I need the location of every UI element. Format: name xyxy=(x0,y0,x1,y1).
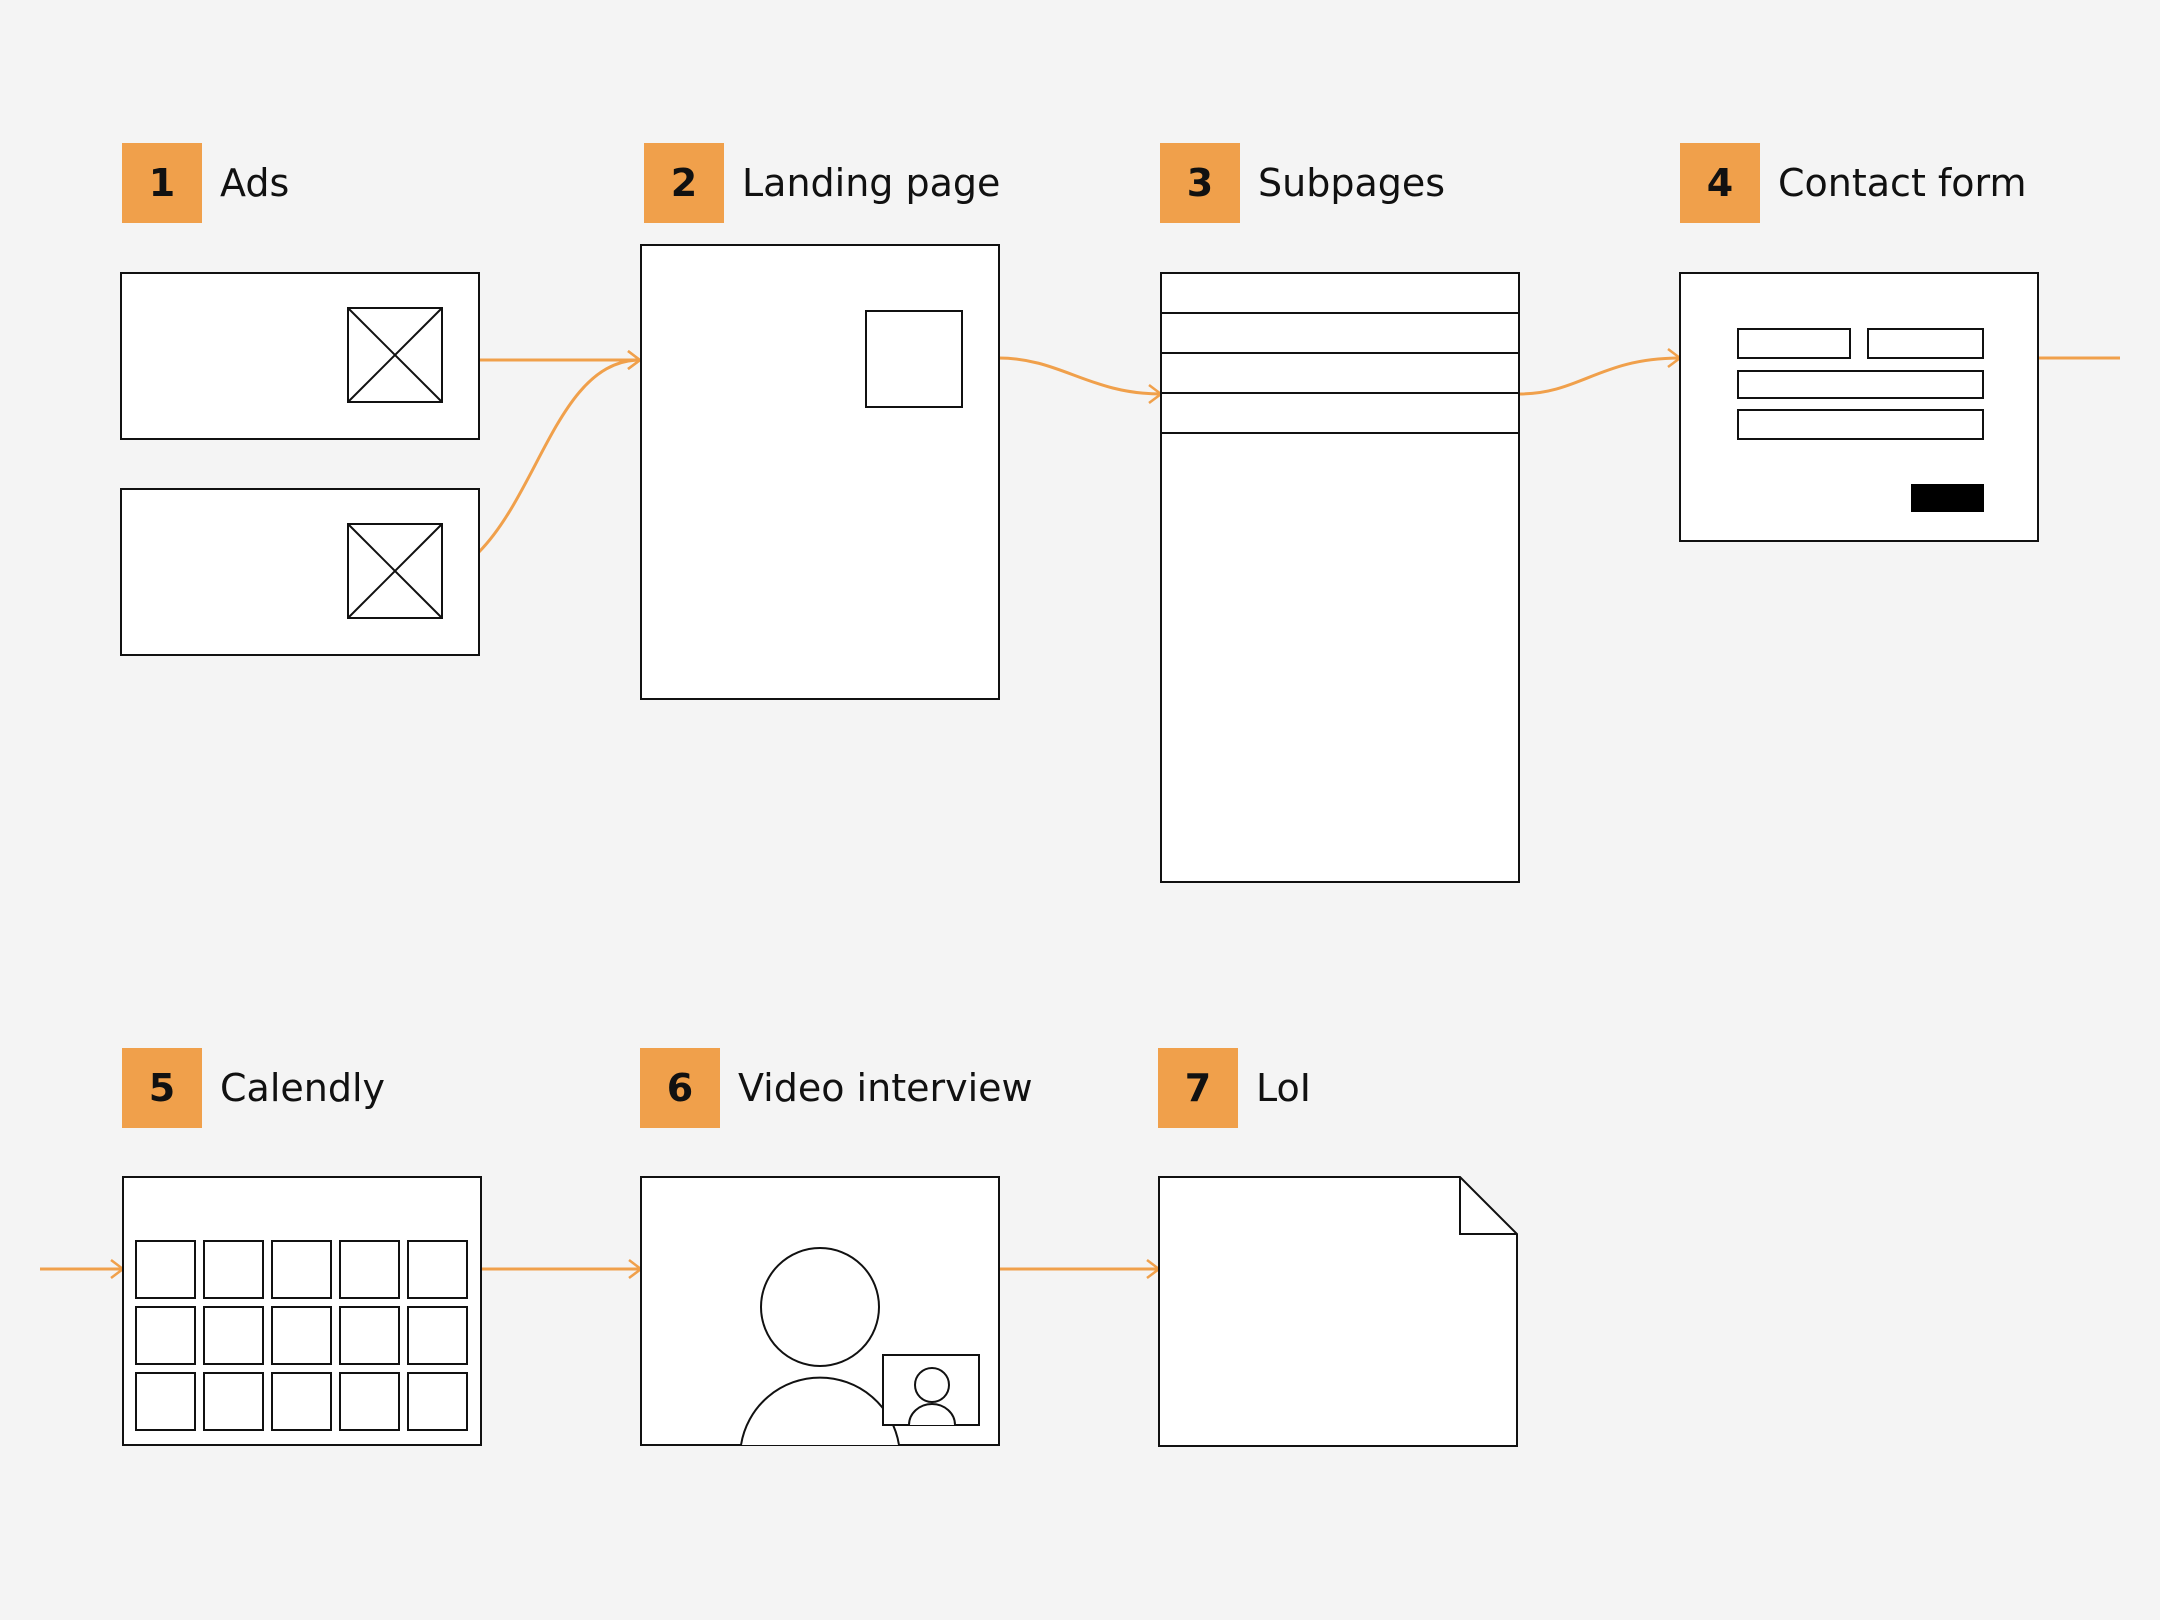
contact-form-wireframe xyxy=(1679,272,2039,542)
step-5-badge: 5 xyxy=(122,1048,202,1128)
step-4-badge: 4 xyxy=(1680,143,1760,223)
image-placeholder-icon xyxy=(347,523,443,619)
step-5-label: Calendly xyxy=(220,1066,386,1110)
ad-card-2 xyxy=(120,488,480,656)
form-field-last-name xyxy=(1867,328,1984,359)
step-2-label: Landing page xyxy=(742,161,1001,205)
form-field-message xyxy=(1737,409,1984,440)
step-6-label: Video interview xyxy=(738,1066,1033,1110)
calendar-grid xyxy=(135,1240,468,1431)
form-submit-button xyxy=(1911,484,1984,512)
person-icon xyxy=(740,1247,900,1446)
step-1-header: 1 Ads xyxy=(122,143,289,223)
step-7-header: 7 LoI xyxy=(1158,1048,1311,1128)
step-2-header: 2 Landing page xyxy=(644,143,1000,223)
step-1-badge: 1 xyxy=(122,143,202,223)
video-call-wireframe xyxy=(640,1176,1000,1446)
self-view-person-icon xyxy=(882,1354,980,1426)
arrow-ad2-to-landing xyxy=(477,360,640,554)
step-4-header: 4 Contact form xyxy=(1680,143,2027,223)
calendar-wireframe xyxy=(122,1176,482,1446)
step-4-label: Contact form xyxy=(1778,161,2027,205)
step-6-badge: 6 xyxy=(640,1048,720,1128)
arrow-landing-to-subpages xyxy=(998,356,1161,394)
step-2-badge: 2 xyxy=(644,143,724,223)
step-7-badge: 7 xyxy=(1158,1048,1238,1128)
step-1-label: Ads xyxy=(220,161,290,205)
step-5-header: 5 Calendly xyxy=(122,1048,385,1128)
step-3-badge: 3 xyxy=(1160,143,1240,223)
document-icon xyxy=(1158,1176,1518,1447)
step-7-label: LoI xyxy=(1256,1066,1311,1110)
connector-arrows xyxy=(40,358,2120,1269)
form-field-email xyxy=(1737,370,1984,399)
image-placeholder-icon xyxy=(347,307,443,403)
landing-page-wireframe xyxy=(640,244,1000,700)
step-6-header: 6 Video interview xyxy=(640,1048,1033,1128)
arrow-subpages-to-contact xyxy=(1518,358,1680,396)
step-3-header: 3 Subpages xyxy=(1160,143,1445,223)
subpages-wireframe xyxy=(1160,272,1520,883)
landing-page-image xyxy=(865,310,963,408)
step-3-label: Subpages xyxy=(1258,161,1446,205)
form-field-first-name xyxy=(1737,328,1851,359)
ad-card-1 xyxy=(120,272,480,440)
